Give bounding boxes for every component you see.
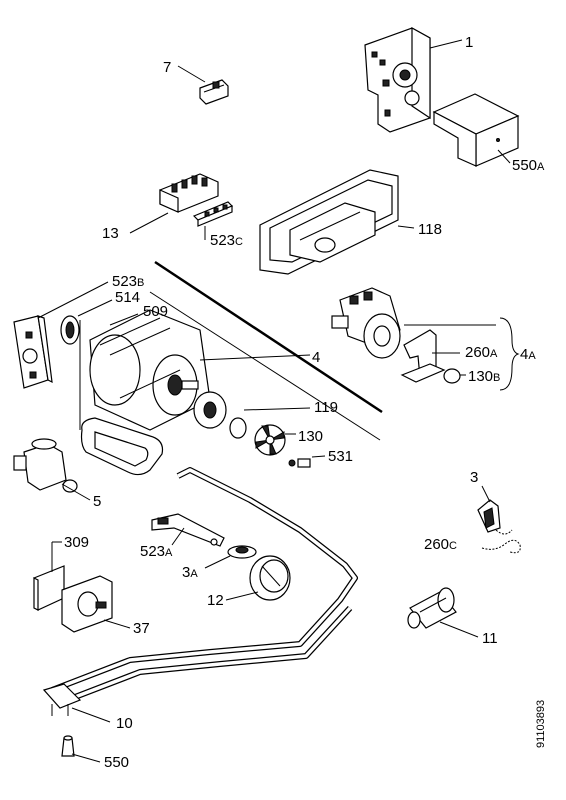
plug-part-550[interactable] — [61, 735, 75, 757]
heating-element-part-10[interactable] — [42, 467, 358, 716]
label-523b: 523B — [112, 273, 144, 290]
bracket-part-260a[interactable] — [400, 329, 446, 383]
terminal-strip-part-523c[interactable] — [192, 201, 234, 227]
label-550: 550 — [104, 754, 129, 771]
label-260a: 260A — [465, 344, 498, 361]
o-ring-part-130b[interactable] — [443, 368, 461, 384]
label-523c: 523C — [210, 232, 243, 249]
inlet-valve-part-5[interactable] — [13, 438, 78, 493]
label-10: 10 — [116, 715, 133, 732]
label-7: 7 — [163, 59, 171, 76]
detergent-dispenser-part-118[interactable] — [259, 169, 399, 275]
relay-part-37[interactable] — [61, 575, 113, 633]
label-514: 514 — [115, 289, 140, 306]
screw-part-531[interactable] — [288, 458, 311, 468]
label-260c: 260C — [424, 536, 457, 553]
assembly-bracket-lines — [149, 260, 383, 441]
temperature-limiter-part-12[interactable] — [249, 555, 291, 601]
label-509: 509 — [143, 303, 168, 320]
drawing-number: 91103893 — [535, 700, 547, 748]
relay-cover-part-309[interactable] — [33, 565, 65, 611]
ring-seal-part-514[interactable] — [60, 315, 80, 345]
label-37: 37 — [133, 620, 150, 637]
label-5: 5 — [93, 493, 101, 510]
impeller-part-130[interactable] — [254, 424, 286, 456]
label-12: 12 — [207, 592, 224, 609]
timer-programmer-part[interactable] — [364, 26, 431, 133]
thermostat-part-3[interactable] — [477, 499, 501, 533]
label-550a: 550A — [512, 157, 545, 174]
side-panel-part-523b[interactable] — [13, 315, 53, 389]
label-523a: 523A — [140, 543, 173, 560]
label-118: 118 — [418, 221, 442, 238]
label-309: 309 — [64, 534, 89, 551]
label-130: 130 — [298, 428, 323, 445]
label-130b: 130B — [468, 368, 500, 385]
pump-housing-part-119[interactable] — [193, 391, 247, 439]
circulation-pump-motor-part-509[interactable] — [89, 309, 211, 431]
label-4: 4 — [312, 349, 320, 366]
switch-block-part-13[interactable] — [159, 173, 219, 213]
sensor-part-3a[interactable] — [227, 545, 257, 559]
label-3a: 3A — [182, 564, 198, 581]
label-1: 1 — [465, 34, 473, 51]
motor-part-11[interactable] — [407, 587, 457, 629]
label-119: 119 — [314, 399, 338, 416]
label-531: 531 — [328, 448, 353, 465]
gasket-part[interactable] — [80, 417, 164, 476]
connector-part-7[interactable] — [199, 79, 229, 105]
chain-part-260c[interactable] — [481, 529, 521, 554]
lever-part-523a[interactable] — [151, 513, 225, 547]
cover-box-part-550a[interactable] — [432, 93, 520, 167]
label-4a: 4A — [520, 346, 536, 363]
pressure-switch-part-4a[interactable] — [331, 287, 401, 359]
label-13: 13 — [102, 225, 119, 242]
label-11: 11 — [482, 630, 498, 647]
label-3: 3 — [470, 469, 478, 486]
